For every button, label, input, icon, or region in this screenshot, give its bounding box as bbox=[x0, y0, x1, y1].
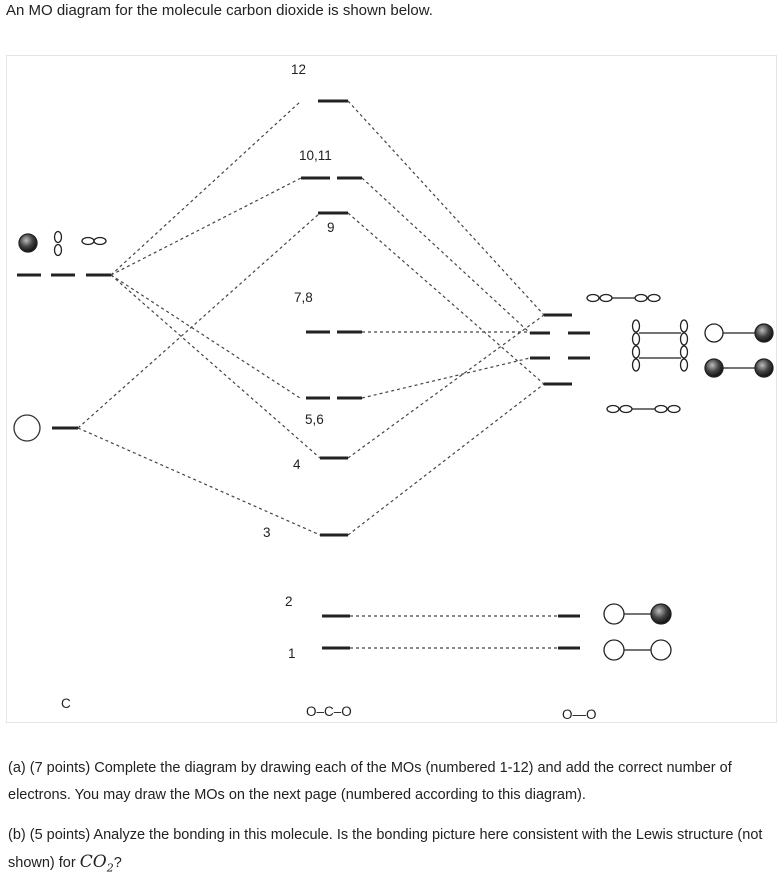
line-oo-56 bbox=[361, 357, 531, 399]
mo-diagram: 12 10,11 9 7,8 5,6 4 3 2 1 C O–C–O O—O bbox=[13, 62, 774, 722]
line-oo-3 bbox=[347, 383, 545, 536]
carbon-s-orbital-icon bbox=[13, 414, 41, 442]
diagram-panel bbox=[6, 55, 777, 723]
line-cs-9 bbox=[77, 212, 321, 429]
oxygen-pair-label: O—O bbox=[562, 707, 597, 722]
question-a: (a) (7 points) Complete the diagram by d… bbox=[8, 760, 732, 803]
label-12: 12 bbox=[291, 62, 306, 77]
label-9: 9 bbox=[327, 220, 335, 235]
line-oo-9 bbox=[347, 212, 545, 385]
question-b-text: (b) (5 points) Analyze the bonding in th… bbox=[8, 827, 763, 871]
label-7-8: 7,8 bbox=[294, 290, 313, 305]
label-3: 3 bbox=[263, 525, 271, 540]
line-cp-12 bbox=[110, 100, 302, 276]
label-10-11: 10,11 bbox=[299, 148, 332, 163]
line-cp-4 bbox=[110, 274, 321, 459]
carbon-s-shaded-icon bbox=[18, 233, 38, 253]
label-4: 4 bbox=[293, 457, 301, 472]
label-2: 2 bbox=[285, 594, 293, 609]
line-cp-1011 bbox=[110, 177, 302, 276]
carbon-label: C bbox=[61, 696, 71, 711]
line-oo-12 bbox=[347, 100, 545, 316]
co2-formula: CO2 bbox=[79, 852, 114, 875]
carbon-p-orbitals-icon bbox=[18, 230, 107, 257]
energy-levels bbox=[17, 99, 590, 650]
line-cp-56 bbox=[110, 274, 301, 399]
line-oo-4 bbox=[347, 314, 545, 459]
oo-group-orbitals-icon bbox=[586, 293, 689, 414]
co2-label: O–C–O bbox=[306, 704, 352, 719]
correlation-lines bbox=[77, 100, 558, 649]
line-cs-3 bbox=[77, 427, 321, 536]
oo-s-orbitals-icon bbox=[603, 323, 774, 661]
line-oo-1011 bbox=[361, 177, 531, 334]
intro-text: An MO diagram for the molecule carbon di… bbox=[6, 2, 433, 19]
label-1: 1 bbox=[288, 646, 296, 661]
label-5-6: 5,6 bbox=[305, 412, 324, 427]
question-b: (b) (5 points) Analyze the bonding in th… bbox=[8, 827, 763, 875]
